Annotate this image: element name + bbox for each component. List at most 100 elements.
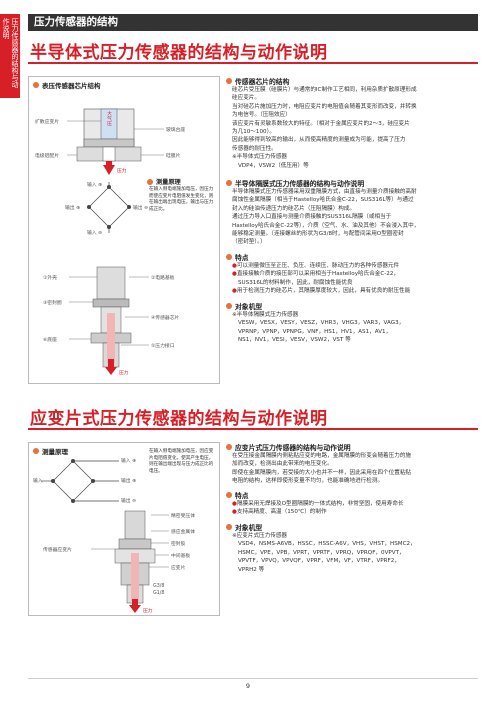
figure-semiconductor: 表压传感器芯片结构 — [28, 76, 220, 384]
feature-text: 支持高精度、高温（150℃）的制作 — [236, 509, 327, 516]
models-head: ※应变片式压力传感器 — [232, 533, 288, 539]
fig2-out-plus: 输出 ⊕ — [121, 479, 137, 484]
label-press2: 压力 — [119, 371, 129, 376]
feature-bullet-icon: ● — [232, 501, 237, 507]
feature-item: ●用于检测压力的硅芯片，其隔膜厚度较大，因此，具有优良的耐压性能 — [232, 287, 478, 295]
feature-item: SUS316L的材料制作，因此，耐腐蚀性能优良 — [238, 279, 353, 286]
feature-bullet-icon: ● — [232, 288, 237, 295]
chip-line: 因此能够得到较高的输出，从而使高精度的测量成为可能，提高了压力 — [232, 137, 406, 144]
title-semiconductor: 半导体式压力传感器的结构与动作说明 — [30, 43, 328, 63]
label-thread-2: G1/8 — [153, 591, 165, 596]
fig2-out-minus: 输出 ⊖ — [121, 499, 137, 504]
heading-chip-text: 传感器芯片的结构 — [235, 78, 290, 86]
chip-line: 传感器的耐压性。 — [232, 145, 277, 152]
sealed-line: 半导体隔膜式压力传感器采用双重隔膜方式，由直接与测量介质接触的高耐 — [232, 189, 417, 195]
page-number: 9 — [245, 682, 251, 690]
model-line: VPVTF，VPVQ，VPVQF，VPRF，VFM，VF，VTRF，VPRF2， — [238, 558, 400, 565]
fig2-measure-text: 在输入侧电端施加电压，因应变片电阻值变化，使其产生电压，则在输出端出现与压力成正… — [149, 449, 214, 474]
model-line: HSMC，VPE，VPB，VPRT，VPRTF，VPRQ，VPRQF，0VPVT… — [238, 549, 405, 556]
sealed-line: 腐蚀性金属隔膜（相当于Hastelloy哈氏合金C-22，SUS316L等）与通… — [232, 197, 414, 204]
heading-sealed: 半导体隔膜式压力传感器的结构与动作说明 — [226, 178, 364, 188]
heading-models-1-text: 对象机型 — [235, 303, 263, 311]
fig2-in-plus: 输入 ⊕ — [121, 459, 137, 464]
label-strain-gauge: 传感器应变片 — [43, 548, 72, 553]
heading-bullet-icon — [226, 492, 232, 498]
sealed-line: 通过压力导入口直接与测量介质接触的SUS316L隔膜（或相当于 — [232, 214, 392, 221]
side-tab: 压力传感器的结构与动作说明 — [0, 14, 20, 98]
label-port: ⑤压力接口 — [151, 344, 175, 349]
fig2-out-minus-text: 输出 — [121, 499, 131, 504]
chip-line: 该应变片有灵敏系数较大的特征。（相对于金属应变片的2～3，硅应变片 — [232, 120, 410, 127]
label-right-3: 中间基板 — [171, 554, 191, 559]
label-out-plus: 输出 ⊕ — [65, 206, 81, 211]
label-electrode: 电极铝配片 — [35, 154, 59, 159]
feature-item: ●直接接触介质的接压部可以采用相当于Hastelloy哈氏合金C-22， — [232, 270, 478, 278]
label-out-minus: 输出 ⊖ — [133, 206, 149, 211]
side-tab-label: 压力传感器的结构与动作说明 — [2, 18, 19, 88]
model-line: VSD4，NSMS-A6VB，HSSC，HSSC-A6V，VHS，VHST，HS… — [238, 541, 416, 548]
heading-strain-struct: 应变片式压力传感器的结构与动作说明 — [226, 442, 351, 452]
sealed-text-block: 半导体隔膜式压力传感器采用双重隔膜方式，由直接与测量介质接触的高耐 腐蚀性金属隔… — [232, 188, 478, 247]
label-strain: 扩散应变片 — [35, 120, 59, 125]
fig2-in-minus: 输入 — [33, 477, 43, 484]
out-plus-text: 输出 — [65, 206, 75, 211]
feature-bullet-icon: ● — [232, 271, 237, 278]
label-in-minus: 输入 ⊖ — [87, 231, 103, 236]
bullet-icon — [33, 82, 39, 88]
sealed-line: 封入的硅油传递压力的硅芯片（压阻隔膜）构成。 — [232, 205, 356, 212]
measure-title-text: 测量原理 — [156, 179, 181, 186]
model-line: VPRNP，VPNP，VPNPG，VNF，HS1，HV1，AS1，AV1， — [238, 328, 392, 335]
struct-line: 加而改变，检测出由此带来的电压变化。 — [232, 461, 333, 468]
label-right-0: 精密受压体 — [171, 514, 195, 519]
feature-item: ●支持高精度、高温（150℃）的制作 — [232, 508, 478, 516]
label-right-4: 应变片 — [171, 566, 186, 571]
feature-text: 可以测量微压至正压、负压、连续压、脉动压力的各种传感器元件 — [236, 263, 400, 269]
measure-text: 在输入侧电端施加电压，因压力而使应变片电阻值发生变化，则在输出端出现电压，输出与… — [149, 187, 214, 212]
footer-rule — [28, 678, 478, 679]
chip-line: 为电信号。（压阻效应） — [232, 112, 291, 119]
bullet-icon — [33, 448, 39, 454]
measure-title: 测量原理 — [147, 177, 181, 186]
feature-item: ●隔膜采用无焊接及O型圈隔膜的一体式结构，非常坚固，使用寿命长 — [232, 500, 478, 508]
struct-line: 在受压接金属隔膜内侧粘贴应变的电路，金属隔膜的形变会随着压力的施 — [232, 453, 412, 459]
chip-line: 为几10～100）。 — [232, 129, 275, 136]
label-right-2: 密封胶 — [171, 542, 186, 547]
feature-text: 隔膜采用无焊接及O型圈隔膜的一体式结构，非常坚固，使用寿命长 — [236, 501, 404, 507]
heading-chip-structure: 传感器芯片的结构 — [226, 76, 289, 86]
heading-sealed-text: 半导体隔膜式压力传感器的结构与动作说明 — [235, 180, 365, 188]
fig2-out-plus-text: 输出 — [121, 479, 131, 484]
heading-bullet-icon — [226, 254, 232, 260]
feature-bullet-icon: ● — [232, 509, 237, 516]
chip-line: 硅应变片。 — [232, 95, 260, 102]
model-line: VPRH2 等 — [238, 566, 265, 573]
out-minus-text: 输出 — [133, 206, 143, 211]
heading-bullet-icon — [226, 180, 232, 186]
figure-header: 表压传感器芯片结构 — [33, 80, 101, 90]
heading-feature-2: 特点 — [226, 490, 249, 500]
strain-gauge-diagram — [41, 459, 169, 613]
heading-feature-1-text: 特点 — [235, 254, 249, 262]
semiconductor-diagram — [67, 108, 164, 375]
strain-struct-text: 在受压接金属隔膜内侧粘贴应变的电路，金属隔膜的形变会随着压力的施 加而改变，检测… — [232, 452, 478, 486]
figure2-header-label: 测量原理 — [42, 448, 68, 456]
chip-line: VDP4，VSW2（低压用）等 — [238, 162, 309, 169]
feature-text: 用于检测压力的硅芯片，其隔膜厚度较大，因此，具有优良的耐压性能 — [236, 288, 411, 295]
fig2-in-minus-text: 输入 — [33, 479, 43, 484]
feature-bullet-icon: ● — [232, 263, 237, 269]
figure-header-label: 表压传感器芯片结构 — [42, 82, 101, 90]
figure-strain-gauge: 测量原理 输入 ⊕ 输出 ⊕ 输出 ⊖ 输入 在输入侧 — [28, 442, 220, 616]
title-strain-gauge: 应变片式压力传感器的结构与动作说明 — [30, 409, 328, 429]
chip-line: ※半导体式压力传感器 — [232, 154, 288, 161]
model-line: NS1，NV1，VESI，VESV，VSW2，VST 等 — [238, 337, 351, 344]
models-head: ※半导体隔膜式压力传感器 — [232, 312, 299, 318]
in-plus-text: 输入 — [87, 183, 97, 188]
heading-bullet-icon — [226, 78, 232, 84]
label-base: ⑥底座 — [43, 338, 57, 343]
in-minus-text: 输入 — [87, 231, 97, 236]
label-thread-1: G3/8 — [153, 584, 165, 589]
label-module: ①外壳 — [43, 276, 57, 281]
sealed-line: Hastelloy哈氏合金C-22等），介质（空气、水、油及其他）不会浸入其中， — [232, 222, 420, 229]
features-2: ●隔膜采用无焊接及O型圈隔膜的一体式结构，非常坚固，使用寿命长 ●支持高精度、高… — [232, 500, 478, 517]
title-rule-1 — [28, 62, 478, 64]
label-right-1: 感应金属体 — [171, 530, 195, 535]
